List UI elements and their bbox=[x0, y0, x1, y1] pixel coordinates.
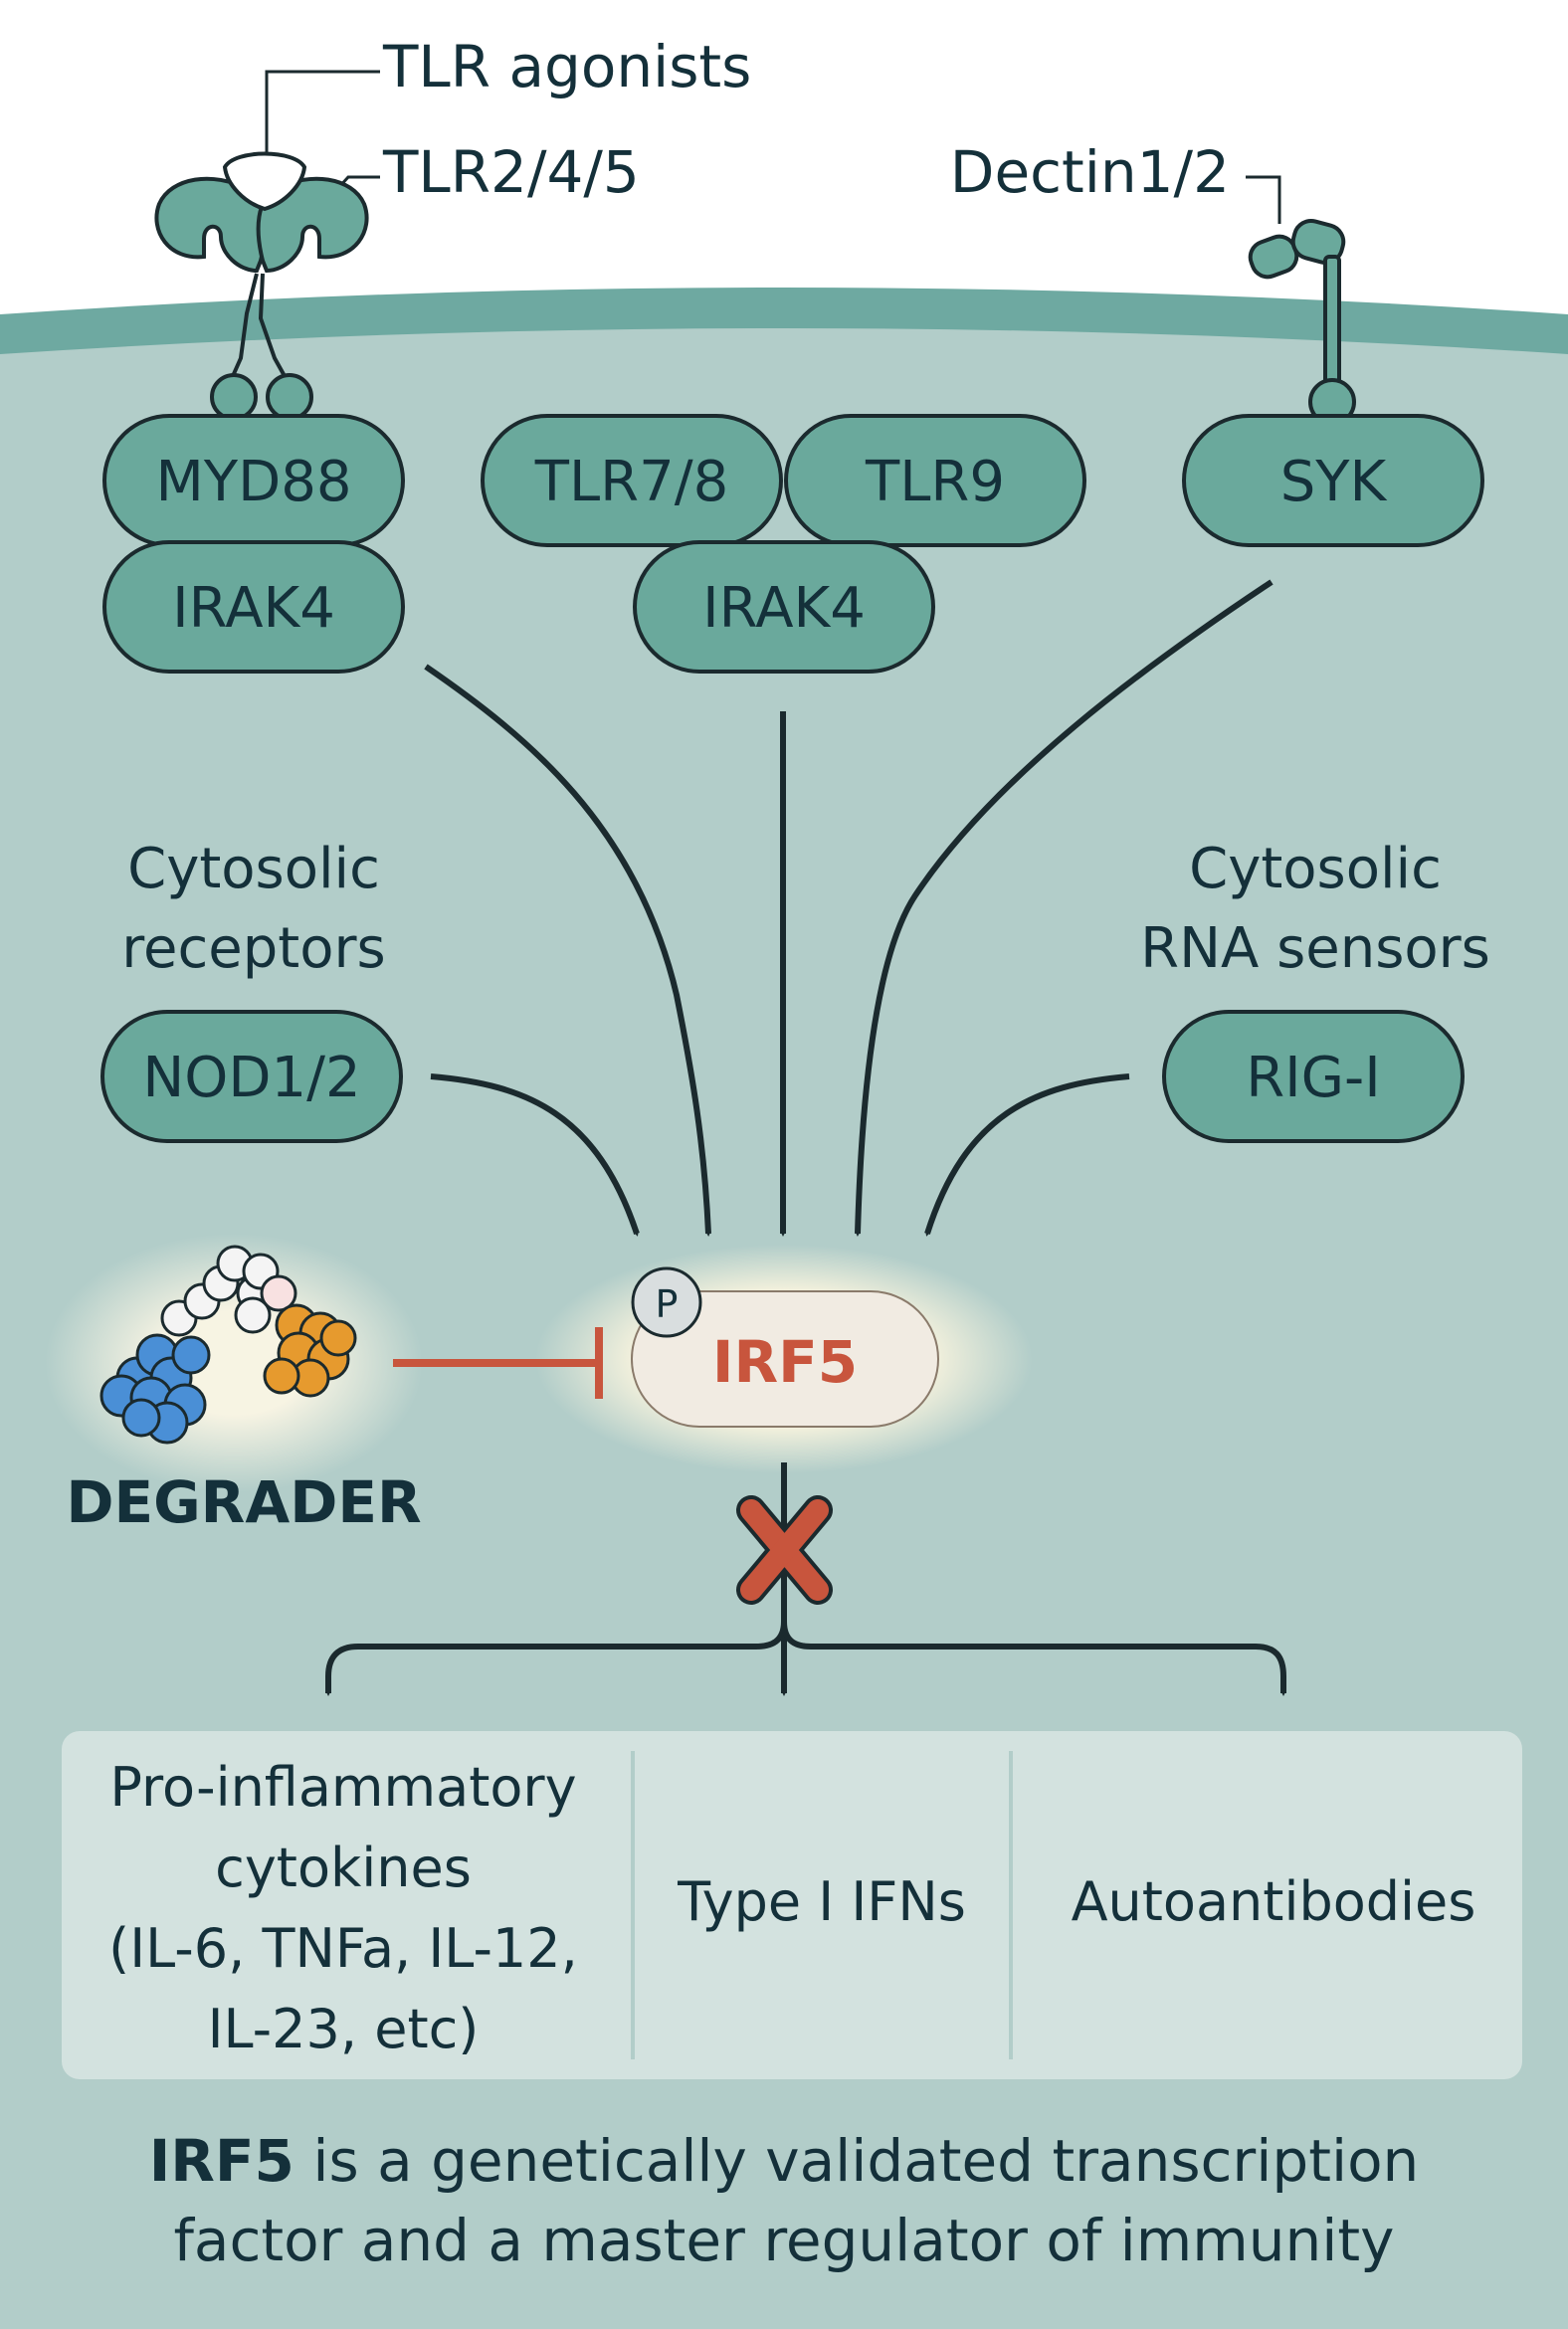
label-tlr245: TLR2/4/5 bbox=[382, 138, 640, 206]
label-cytosolic-receptors-line2: receptors bbox=[121, 916, 385, 981]
node-syk: SYK bbox=[1182, 414, 1484, 547]
degrader-molecule-icon bbox=[45, 1234, 423, 1492]
outcome-proinflammatory-cytokines: Pro-inflammatory cytokines (IL-6, TNFa, … bbox=[108, 1756, 578, 2060]
node-irf5-label: IRF5 bbox=[712, 1328, 858, 1396]
caption-line1-rest: is a genetically validated transcription bbox=[294, 2127, 1419, 2195]
node-nod12: NOD1/2 bbox=[100, 1010, 403, 1143]
label-cytosolic-rna-line2: RNA sensors bbox=[1140, 916, 1490, 981]
outcome-cytokines-line4: IL-23, etc) bbox=[208, 1998, 480, 2060]
cell-membrane bbox=[0, 288, 1568, 354]
label-cytosolic-receptors-line1: Cytosolic bbox=[127, 837, 380, 901]
dectin-leader bbox=[1246, 175, 1281, 224]
node-tlr9-label: TLR9 bbox=[865, 450, 1005, 514]
node-irf5: IRF5 P bbox=[535, 1245, 1033, 1473]
outcome-type1-ifns: Type I IFNs bbox=[677, 1870, 966, 1933]
node-rigi: RIG-I bbox=[1162, 1010, 1465, 1143]
node-syk-label: SYK bbox=[1280, 450, 1388, 514]
outcomes-box: Pro-inflammatory cytokines (IL-6, TNFa, … bbox=[62, 1731, 1522, 2079]
node-irak4-left-label: IRAK4 bbox=[172, 576, 335, 641]
tlr-agonists-leader bbox=[265, 70, 380, 154]
tlr245-receptor-icon bbox=[154, 151, 369, 421]
arrow-rigi-to-irf5 bbox=[924, 1073, 1130, 1237]
arrow-nod12-to-irf5 bbox=[430, 1073, 640, 1237]
arrow-syk-to-irf5 bbox=[855, 579, 1274, 1237]
outcome-cytokines-line1: Pro-inflammatory bbox=[109, 1756, 576, 1819]
node-irak4-left: IRAK4 bbox=[102, 540, 405, 674]
node-tlr9: TLR9 bbox=[784, 414, 1086, 547]
node-irak4-center-label: IRAK4 bbox=[702, 576, 866, 641]
node-tlr78-label: TLR7/8 bbox=[534, 450, 728, 514]
caption-line1: IRF5 is a genetically validated transcri… bbox=[149, 2127, 1420, 2195]
node-nod12-label: NOD1/2 bbox=[142, 1046, 360, 1110]
degrader-inhibition-line bbox=[393, 1327, 603, 1399]
arrow-branch-right bbox=[781, 1621, 1286, 1696]
arrow-irak4-left-to-irf5 bbox=[424, 664, 711, 1237]
outcome-autoantibodies: Autoantibodies bbox=[1072, 1870, 1476, 1933]
outcome-cytokines-line3: (IL-6, TNFa, IL-12, bbox=[108, 1917, 578, 1980]
label-tlr-agonists: TLR agonists bbox=[382, 33, 751, 100]
node-myd88: MYD88 bbox=[102, 414, 405, 547]
caption-line2: factor and a master regulator of immunit… bbox=[173, 2207, 1394, 2274]
block-x-icon bbox=[736, 1495, 833, 1605]
outcome-cytokines-line2: cytokines bbox=[215, 1837, 472, 1899]
node-tlr78: TLR7/8 bbox=[481, 414, 783, 547]
label-degrader: DEGRADER bbox=[66, 1468, 421, 1536]
label-dectin: Dectin1/2 bbox=[950, 138, 1230, 206]
node-irak4-center: IRAK4 bbox=[633, 540, 935, 674]
caption-bold: IRF5 bbox=[149, 2127, 294, 2195]
phospho-label: P bbox=[656, 1282, 679, 1326]
dectin-receptor-icon bbox=[1248, 218, 1356, 426]
node-myd88-label: MYD88 bbox=[156, 450, 352, 514]
label-cytosolic-rna-line1: Cytosolic bbox=[1189, 837, 1442, 901]
phospho-badge: P bbox=[631, 1266, 702, 1338]
node-rigi-label: RIG-I bbox=[1246, 1046, 1381, 1110]
